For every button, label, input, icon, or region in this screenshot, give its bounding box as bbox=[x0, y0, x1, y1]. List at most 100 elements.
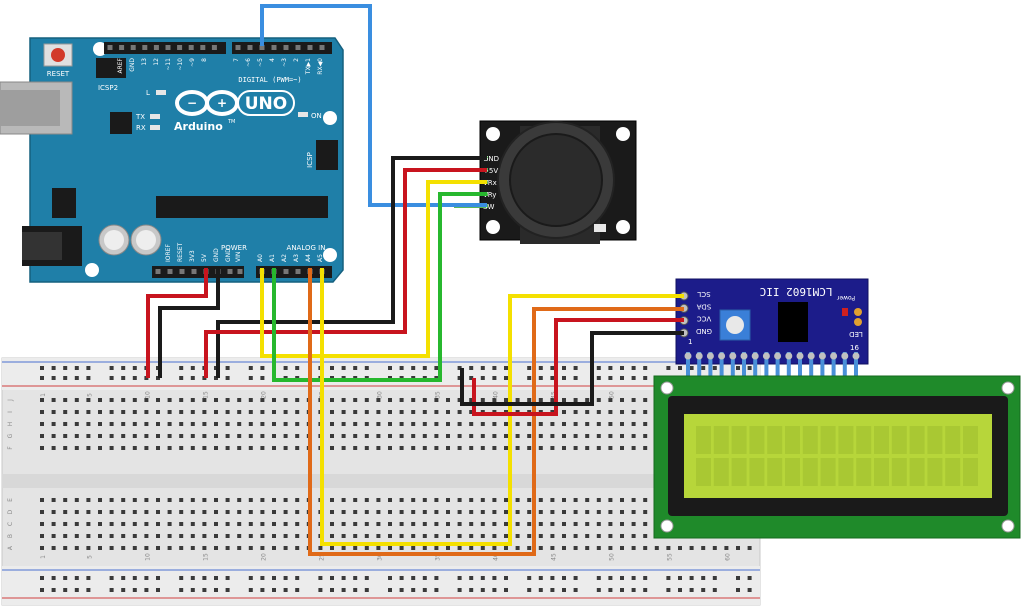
breadboard-hole[interactable] bbox=[515, 398, 520, 402]
breadboard-hole[interactable] bbox=[388, 366, 392, 370]
breadboard-hole[interactable] bbox=[515, 422, 520, 426]
breadboard-hole[interactable] bbox=[167, 410, 172, 414]
breadboard-hole[interactable] bbox=[295, 398, 300, 402]
breadboard-hole[interactable] bbox=[596, 366, 601, 370]
breadboard-hole[interactable] bbox=[225, 376, 230, 380]
breadboard-hole[interactable] bbox=[457, 546, 462, 550]
breadboard-hole[interactable] bbox=[179, 446, 184, 450]
breadboard-hole[interactable] bbox=[434, 398, 439, 402]
breadboard-hole[interactable] bbox=[248, 546, 253, 550]
breadboard-hole[interactable] bbox=[747, 576, 752, 580]
breadboard-hole[interactable] bbox=[457, 446, 462, 450]
breadboard-hole[interactable] bbox=[585, 410, 590, 414]
breadboard-hole[interactable] bbox=[492, 576, 497, 580]
breadboard-hole[interactable] bbox=[596, 510, 601, 514]
breadboard-hole[interactable] bbox=[469, 522, 474, 526]
breadboard-hole[interactable] bbox=[51, 366, 56, 370]
breadboard-hole[interactable] bbox=[74, 588, 79, 592]
breadboard-hole[interactable] bbox=[74, 522, 79, 526]
breadboard-hole[interactable] bbox=[109, 376, 114, 380]
breadboard-hole[interactable] bbox=[260, 534, 265, 538]
breadboard-hole[interactable] bbox=[237, 398, 242, 402]
breadboard-hole[interactable] bbox=[538, 510, 543, 514]
breadboard-hole[interactable] bbox=[515, 434, 520, 438]
breadboard-hole[interactable] bbox=[596, 534, 601, 538]
breadboard-hole[interactable] bbox=[214, 576, 218, 580]
breadboard-hole[interactable] bbox=[654, 546, 659, 550]
breadboard-hole[interactable] bbox=[388, 498, 392, 502]
breadboard-hole[interactable] bbox=[63, 498, 68, 502]
breadboard-hole[interactable] bbox=[631, 366, 636, 370]
breadboard-hole[interactable] bbox=[527, 510, 532, 514]
breadboard-hole[interactable] bbox=[167, 546, 172, 550]
breadboard-hole[interactable] bbox=[388, 546, 392, 550]
breadboard-hole[interactable] bbox=[631, 434, 636, 438]
breadboard-hole[interactable] bbox=[596, 546, 601, 550]
breadboard-hole[interactable] bbox=[643, 534, 648, 538]
breadboard-hole[interactable] bbox=[562, 366, 566, 370]
breadboard-hole[interactable] bbox=[446, 498, 450, 502]
breadboard-hole[interactable] bbox=[457, 534, 462, 538]
breadboard-hole[interactable] bbox=[225, 510, 230, 514]
breadboard-hole[interactable] bbox=[573, 534, 578, 538]
breadboard-hole[interactable] bbox=[295, 588, 300, 592]
breadboard-hole[interactable] bbox=[167, 522, 172, 526]
breadboard-hole[interactable] bbox=[527, 446, 532, 450]
breadboard-hole[interactable] bbox=[550, 398, 555, 402]
header-pin[interactable] bbox=[179, 269, 185, 274]
breadboard-hole[interactable] bbox=[538, 422, 543, 426]
breadboard-hole[interactable] bbox=[527, 366, 532, 370]
breadboard-hole[interactable] bbox=[422, 410, 427, 414]
breadboard-hole[interactable] bbox=[422, 422, 427, 426]
breadboard-hole[interactable] bbox=[411, 534, 416, 538]
breadboard-hole[interactable] bbox=[109, 576, 114, 580]
breadboard-hole[interactable] bbox=[643, 576, 648, 580]
breadboard-hole[interactable] bbox=[74, 534, 79, 538]
breadboard-hole[interactable] bbox=[399, 498, 404, 502]
breadboard-hole[interactable] bbox=[86, 576, 91, 580]
breadboard-hole[interactable] bbox=[260, 446, 265, 450]
breadboard-hole[interactable] bbox=[608, 588, 613, 592]
breadboard-hole[interactable] bbox=[156, 510, 160, 514]
breadboard-hole[interactable] bbox=[504, 546, 508, 550]
breadboard-hole[interactable] bbox=[51, 410, 56, 414]
breadboard-hole[interactable] bbox=[399, 510, 404, 514]
breadboard-hole[interactable] bbox=[492, 376, 497, 380]
breadboard-hole[interactable] bbox=[341, 366, 346, 370]
breadboard-hole[interactable] bbox=[596, 434, 601, 438]
breadboard-hole[interactable] bbox=[214, 434, 218, 438]
breadboard-hole[interactable] bbox=[457, 410, 462, 414]
breadboard-hole[interactable] bbox=[295, 446, 300, 450]
breadboard-hole[interactable] bbox=[248, 522, 253, 526]
breadboard-hole[interactable] bbox=[167, 422, 172, 426]
breadboard-hole[interactable] bbox=[666, 576, 671, 580]
breadboard-hole[interactable] bbox=[388, 398, 392, 402]
breadboard-hole[interactable] bbox=[399, 422, 404, 426]
breadboard-hole[interactable] bbox=[214, 546, 218, 550]
breadboard-hole[interactable] bbox=[190, 546, 195, 550]
breadboard-hole[interactable] bbox=[98, 446, 102, 450]
breadboard-hole[interactable] bbox=[109, 534, 114, 538]
breadboard-hole[interactable] bbox=[480, 588, 485, 592]
breadboard-hole[interactable] bbox=[585, 398, 590, 402]
breadboard-hole[interactable] bbox=[643, 446, 648, 450]
breadboard-hole[interactable] bbox=[63, 366, 68, 370]
breadboard-hole[interactable] bbox=[202, 522, 207, 526]
breadboard-hole[interactable] bbox=[74, 498, 79, 502]
breadboard-hole[interactable] bbox=[237, 522, 242, 526]
breadboard-hole[interactable] bbox=[573, 366, 578, 370]
breadboard-hole[interactable] bbox=[86, 522, 91, 526]
breadboard-hole[interactable] bbox=[434, 434, 439, 438]
breadboard-hole[interactable] bbox=[272, 534, 276, 538]
joystick-thumbstick[interactable] bbox=[509, 133, 603, 227]
breadboard-hole[interactable] bbox=[144, 588, 149, 592]
breadboard-hole[interactable] bbox=[40, 410, 44, 414]
breadboard-hole[interactable] bbox=[573, 498, 578, 502]
breadboard-hole[interactable] bbox=[132, 576, 137, 580]
breadboard-hole[interactable] bbox=[237, 446, 242, 450]
breadboard-hole[interactable] bbox=[446, 522, 450, 526]
breadboard-hole[interactable] bbox=[689, 546, 694, 550]
breadboard-hole[interactable] bbox=[190, 588, 195, 592]
breadboard-hole[interactable] bbox=[190, 410, 195, 414]
breadboard-hole[interactable] bbox=[156, 410, 160, 414]
